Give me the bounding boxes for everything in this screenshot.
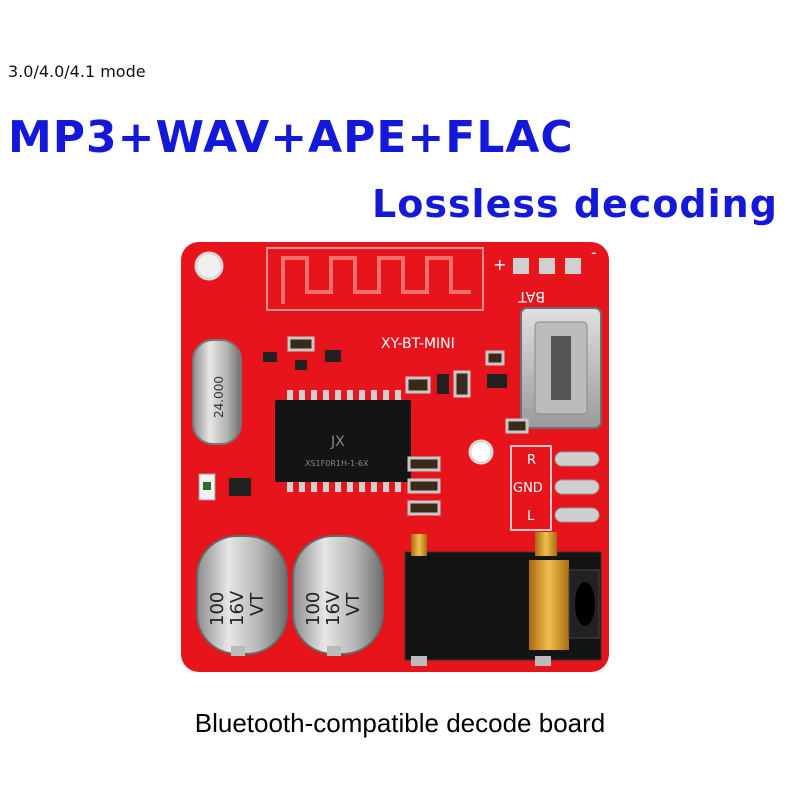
micro-usb-port — [520, 307, 602, 429]
gnd-label: GND — [513, 481, 543, 496]
chip-marking: XS1F0R1H-1-6X — [305, 459, 369, 468]
chip-logo: JX — [330, 434, 345, 450]
plus-label: + — [493, 255, 506, 274]
decoder-chip: JX XS1F0R1H-1-6X — [275, 390, 411, 492]
audio-jack — [404, 532, 602, 666]
cap1-brand: VT — [247, 592, 268, 616]
crystal-oscillator: 24.000 — [192, 339, 242, 445]
audio-output-pads — [510, 445, 600, 531]
antenna-trace — [266, 247, 484, 311]
minus-label: - — [591, 243, 597, 262]
mounting-hole — [194, 251, 224, 281]
mode-text: 3.0/4.0/4.1 mode — [8, 62, 146, 81]
formats-heading: MP3+WAV+APE+FLAC — [8, 112, 574, 163]
l-label: L — [527, 509, 535, 524]
cap2-brand: VT — [343, 592, 364, 616]
mounting-hole — [468, 439, 494, 465]
model-label: XY-BT-MINI — [381, 336, 455, 352]
pcb-board: + - BAT XY-BT-MINI 24.000 — [181, 242, 609, 672]
bat-label: BAT — [518, 288, 545, 304]
battery-pads — [513, 258, 581, 274]
cap1-value: 100 — [207, 592, 228, 626]
capacitor-left: 100 16V VT — [196, 535, 288, 656]
cap2-value: 100 — [303, 592, 324, 626]
r-label: R — [527, 453, 536, 468]
lossless-subheading: Lossless decoding — [372, 182, 778, 226]
cap2-voltage: 16V — [323, 590, 344, 626]
decode-board-image: + - BAT XY-BT-MINI 24.000 — [175, 240, 615, 680]
smd-components — [198, 336, 529, 516]
crystal-label: 24.000 — [212, 376, 226, 418]
cap1-voltage: 16V — [227, 590, 248, 626]
caption: Bluetooth-compatible decode board — [194, 708, 606, 738]
capacitor-right: 100 16V VT — [292, 535, 384, 656]
